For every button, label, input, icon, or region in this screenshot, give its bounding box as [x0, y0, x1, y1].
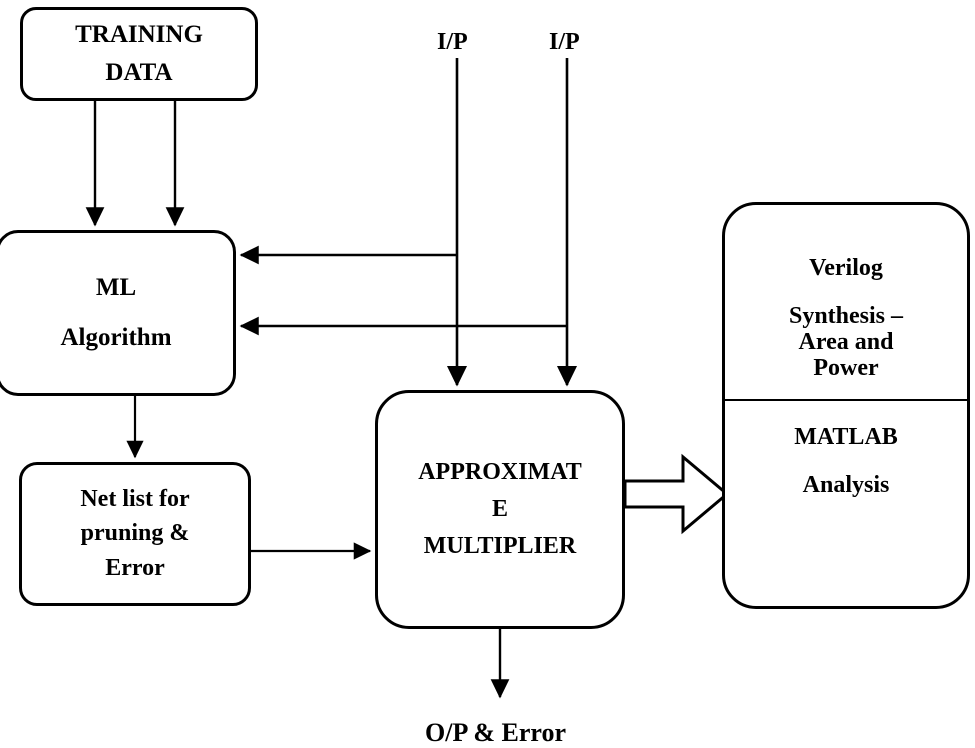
node-netlist-for-pruning-and-error[interactable]: Net list for pruning & Error	[19, 462, 251, 606]
node-approx-multiplier-line3: MULTIPLIER	[423, 533, 577, 560]
node-approx-multiplier-line1: APPROXIMAT	[418, 458, 582, 485]
node-netlist-line3: Error	[105, 554, 165, 581]
node-backend-top-line1: Verilog	[809, 255, 883, 282]
node-backend-top-line3: Area and	[798, 329, 894, 356]
node-backend-bottom-line1: MATLAB	[794, 423, 898, 450]
node-netlist-line1: Net list for	[80, 486, 190, 513]
node-approximate-multiplier[interactable]: APPROXIMAT E MULTIPLIER	[375, 390, 625, 629]
node-training-data-line2: DATA	[105, 59, 173, 86]
node-training-data[interactable]: TRAINING DATA	[20, 7, 258, 101]
node-ml-algorithm-line2: Algorithm	[60, 324, 172, 351]
node-backend-top-line2: Synthesis –	[788, 303, 904, 330]
node-backend-analysis[interactable]: Verilog Synthesis – Area and Power MATLA…	[722, 202, 970, 609]
label-input-left: I/P	[437, 29, 468, 55]
node-approx-multiplier-line2: E	[491, 495, 508, 522]
connector-multiplier-to-backend-block-arrow	[623, 453, 730, 535]
node-training-data-line1: TRAINING	[75, 20, 203, 48]
label-input-right: I/P	[549, 29, 580, 55]
node-backend-top-line4: Power	[813, 355, 879, 382]
node-ml-algorithm[interactable]: ML Algorithm	[0, 230, 236, 396]
node-backend-bottom-line2: Analysis	[802, 471, 890, 498]
node-backend-verilog-synthesis-pane[interactable]: Verilog Synthesis – Area and Power	[725, 205, 967, 402]
node-netlist-line2: pruning &	[80, 520, 190, 547]
node-ml-algorithm-line1: ML	[95, 273, 137, 301]
label-output-and-error: O/P & Error	[425, 718, 567, 747]
node-backend-matlab-analysis-pane[interactable]: MATLAB Analysis	[725, 401, 967, 606]
